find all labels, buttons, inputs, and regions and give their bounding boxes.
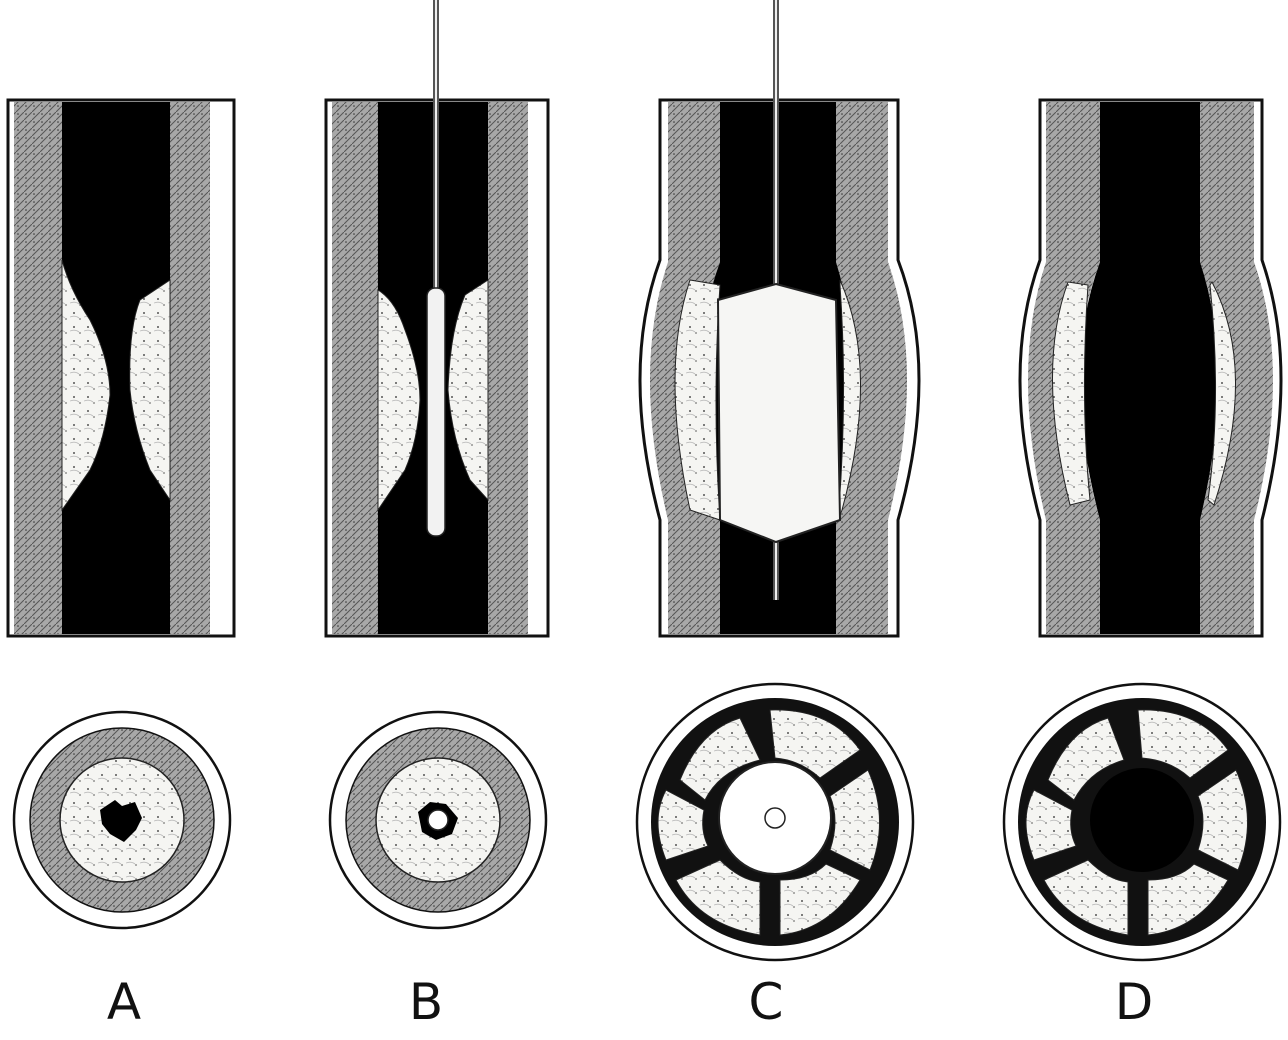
guidewire-section [765,808,785,828]
panel-b-cross-section [330,712,546,928]
open-lumen [1090,768,1194,872]
panel-d-longitudinal [1020,100,1281,636]
panel-a-longitudinal [8,100,234,636]
panel-b-longitudinal [326,0,548,636]
inflated-balloon [718,284,840,542]
panel-label-c: C [726,972,806,1032]
panel-label-b: B [386,972,466,1032]
panel-label-d: D [1094,972,1174,1032]
panel-d-cross-section [1004,684,1280,960]
catheter-section [428,810,448,830]
panel-a-cross-section [14,712,230,928]
panel-c-cross-section [637,684,913,960]
panel-c-longitudinal [640,0,919,636]
panel-label-a: A [84,972,164,1032]
deflated-balloon [427,288,445,536]
